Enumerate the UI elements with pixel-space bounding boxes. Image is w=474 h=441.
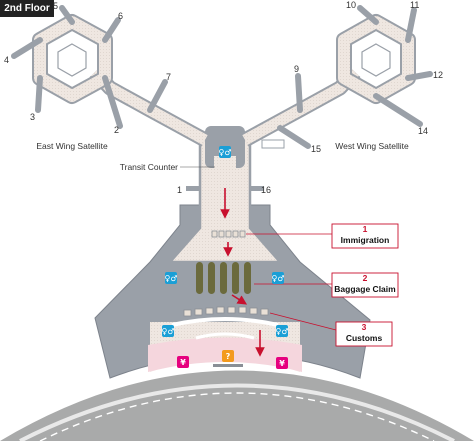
gate-14-label: 14 [418, 126, 428, 136]
gate-15-label: 15 [311, 144, 321, 154]
west-spokes [277, 5, 433, 149]
east-wing-label: East Wing Satellite [36, 141, 108, 151]
step-3-number: 3 [362, 322, 367, 332]
svg-text:♀♂: ♀♂ [275, 327, 288, 336]
gate-5-label: 5 [53, 1, 58, 11]
svg-text:?: ? [226, 352, 231, 361]
gate-1-label: 1 [177, 185, 182, 195]
gate-9-label: 9 [294, 64, 299, 74]
step-2-label: Baggage Claim [334, 284, 396, 294]
baggage-callout [331, 272, 399, 298]
transit-counter-label: Transit Counter [120, 162, 178, 172]
immigration-callout [331, 223, 399, 249]
svg-text:♀♂: ♀♂ [218, 148, 231, 157]
step-3-label: Customs [346, 333, 383, 343]
info-icon: ? [222, 350, 234, 362]
shop-icon: ¥ [276, 357, 288, 369]
gate-11-label: 11 [410, 0, 419, 10]
restroom-icon: ♀♂ [275, 325, 289, 337]
immigration-counters [211, 230, 246, 238]
svg-text:¥: ¥ [279, 359, 285, 368]
svg-text:¥: ¥ [180, 358, 186, 367]
step-1-number: 1 [363, 224, 368, 234]
step-1-label: Immigration [341, 235, 390, 245]
gate-12-label: 12 [433, 70, 443, 80]
apron-inner [19, 383, 455, 441]
east-spokes [11, 5, 168, 129]
customs-counters [183, 306, 269, 317]
customs-callout [335, 321, 393, 347]
restroom-icon: ♀♂ [218, 146, 232, 158]
gate-4-label: 4 [4, 55, 9, 65]
restroom-icon: ♀♂ [164, 272, 178, 284]
apron [0, 370, 474, 441]
gate-16-connector [250, 186, 264, 191]
gate-3-label: 3 [30, 112, 35, 122]
step-2-number: 2 [363, 273, 368, 283]
baggage-belts [196, 262, 251, 294]
gate-numbers: 1 2 3 4 5 6 7 9 10 11 12 14 15 16 [4, 0, 443, 195]
svg-text:♀♂: ♀♂ [271, 274, 284, 283]
gate-16-label: 16 [261, 185, 271, 195]
gate-2-label: 2 [114, 125, 119, 135]
svg-text:♀♂: ♀♂ [164, 274, 177, 283]
gate-10-label: 10 [346, 0, 356, 10]
west-wing-label: West Wing Satellite [335, 141, 409, 151]
gate-7-label: 7 [166, 72, 171, 82]
restroom-icon: ♀♂ [161, 325, 175, 337]
flow-arrows [220, 188, 265, 357]
floor-badge: 2nd Floor [0, 0, 54, 17]
gate-1-connector [186, 186, 200, 191]
gate-6-label: 6 [118, 11, 123, 21]
svg-text:♀♂: ♀♂ [161, 327, 174, 336]
shop-icon: ¥ [177, 356, 189, 368]
restroom-icon: ♀♂ [271, 272, 285, 284]
